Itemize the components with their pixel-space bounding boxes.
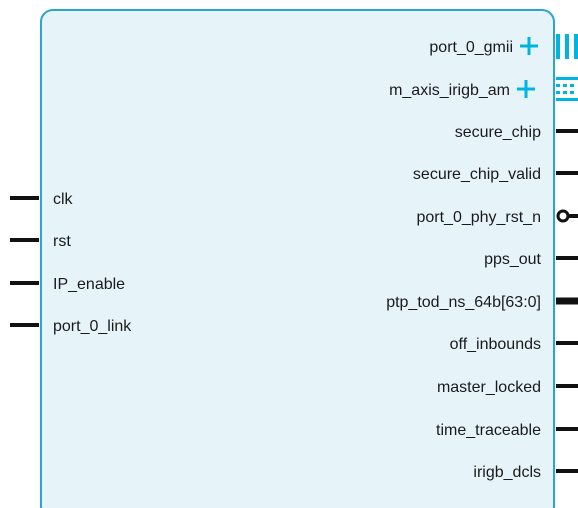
input-port-rst[interactable]: rst — [10, 233, 71, 250]
pps-out-label: pps_out — [484, 251, 541, 268]
irigb-dcls-label: irigb_dcls — [473, 464, 541, 481]
secure-chip-label: secure_chip — [455, 124, 541, 141]
input-port-clk[interactable]: clk — [10, 191, 74, 208]
ip-block-body[interactable] — [40, 9, 555, 508]
output-port-secure-chip-valid[interactable]: secure_chip_valid — [413, 166, 578, 183]
output-port-irigb-dcls[interactable]: irigb_dcls — [473, 464, 578, 481]
output-port-secure-chip[interactable]: secure_chip — [455, 124, 578, 141]
input-port-ip-enable[interactable]: IP_enable — [10, 276, 125, 293]
output-port-time-traceable[interactable]: time_traceable — [436, 422, 578, 439]
m-axis-irigb-am-label: m_axis_irigb_am — [389, 82, 510, 99]
plus-icon[interactable] — [517, 80, 535, 98]
port-0-link-label: port_0_link — [53, 318, 132, 335]
clk-label: clk — [53, 191, 74, 208]
master-locked-label: master_locked — [437, 379, 541, 396]
output-port-master-locked[interactable]: master_locked — [437, 379, 578, 396]
port-0-phy-rst-n-label: port_0_phy_rst_n — [416, 209, 541, 226]
interface-bus-icon[interactable] — [556, 34, 578, 59]
output-port-m-axis-irigb-am[interactable]: m_axis_irigb_am — [389, 77, 578, 101]
output-port-port-0-phy-rst-n[interactable]: port_0_phy_rst_n — [416, 209, 578, 226]
secure-chip-valid-label: secure_chip_valid — [413, 166, 541, 183]
time-traceable-label: time_traceable — [436, 422, 541, 439]
output-port-port-0-gmii[interactable]: port_0_gmii — [429, 34, 578, 59]
port-0-gmii-label: port_0_gmii — [429, 39, 513, 56]
rst-label: rst — [53, 233, 71, 250]
active-low-bubble-icon[interactable] — [556, 209, 570, 223]
input-port-port-0-link[interactable]: port_0_link — [10, 318, 132, 335]
ip-enable-label: IP_enable — [53, 276, 125, 293]
ptp-tod-ns-64b-label: ptp_tod_ns_64b[63:0] — [386, 294, 541, 311]
off-inbounds-label: off_inbounds — [450, 336, 541, 353]
output-port-off-inbounds[interactable]: off_inbounds — [450, 336, 578, 353]
axi-stream-bus-icon[interactable] — [556, 77, 578, 101]
plus-icon[interactable] — [520, 37, 538, 55]
output-port-ptp-tod-ns-64b[interactable]: ptp_tod_ns_64b[63:0] — [386, 294, 578, 311]
output-port-pps-out[interactable]: pps_out — [484, 251, 578, 268]
